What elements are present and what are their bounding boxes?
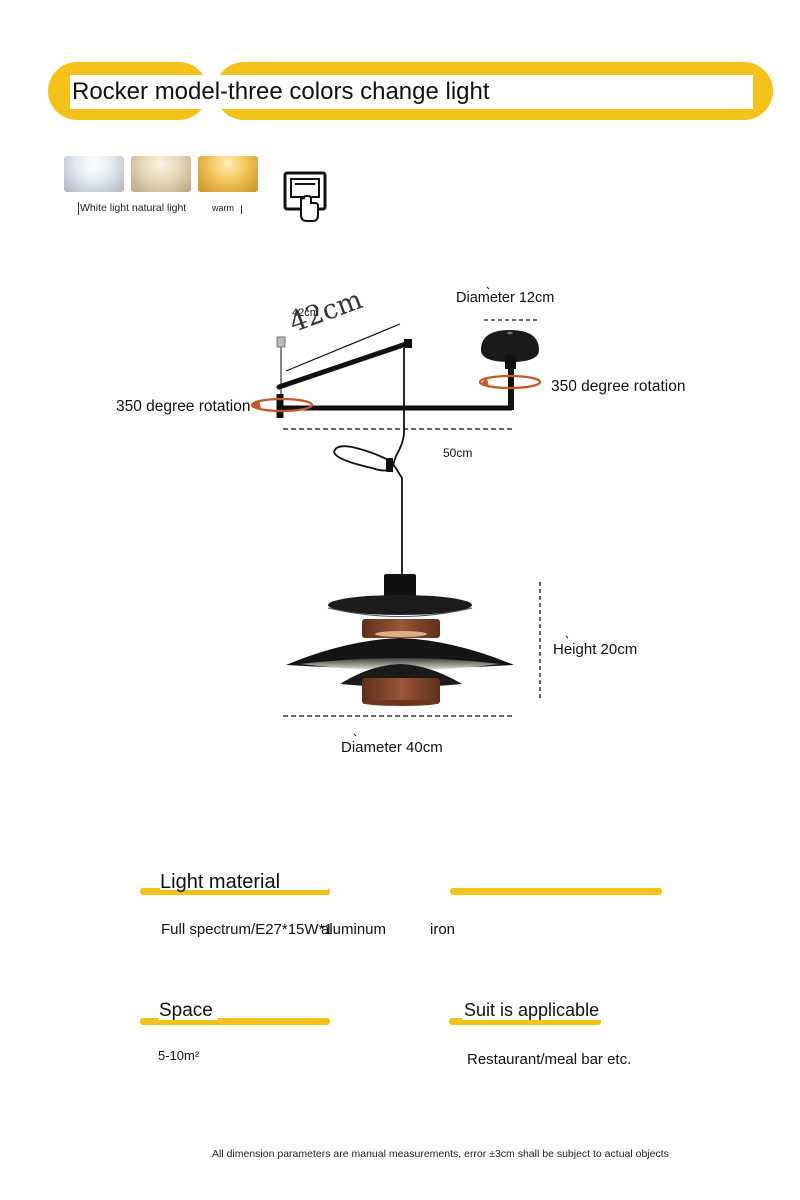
- warm-light-swatch: [198, 156, 258, 192]
- wall-switch-press-icon: [283, 171, 327, 222]
- light-material-aluminum-value: aluminum: [321, 921, 387, 938]
- light-material-bar-left: [140, 888, 330, 895]
- diagonal-arm: [276, 340, 412, 390]
- rotation-left-label: 350 degree rotation: [116, 398, 251, 415]
- light-material-spectrum-value: Full spectrum/E27*15W*1: [161, 921, 333, 938]
- lamp-top-shade: [328, 595, 472, 615]
- canopy-stem: [505, 355, 516, 369]
- space-bar: [140, 1018, 330, 1025]
- suit-title: Suit is applicable: [464, 1000, 600, 1020]
- space-value: 5-10m²: [158, 1048, 200, 1063]
- light-material-title: Light material: [160, 871, 281, 893]
- lamp-dimension-diagram: [250, 286, 569, 737]
- rotation-arrow-left: [250, 397, 314, 413]
- lamp-lower-wood-ring: [362, 678, 440, 704]
- shade-diameter-label: Diameter 40cm: [341, 739, 443, 756]
- rotation-right-label: 350 degree rotation: [551, 378, 686, 395]
- title-banner-panel: [70, 75, 753, 109]
- cord-clip: [386, 458, 393, 472]
- lamp-socket-cap: [384, 574, 416, 598]
- white-light-swatch: [64, 156, 124, 192]
- suit-value: Restaurant/meal bar etc.: [467, 1051, 632, 1068]
- arm-span-label: 50cm: [443, 446, 473, 460]
- light-material-iron-value: iron: [430, 921, 456, 938]
- space-title-backing: [158, 998, 218, 1020]
- adjuster-clip: [276, 336, 286, 348]
- swatch-label-warm: warm: [212, 203, 234, 213]
- light-material-bar-right: [450, 888, 662, 895]
- rotation-arrow-right: [478, 374, 542, 390]
- arm-length-small-label: 42cm: [292, 307, 319, 319]
- measurement-footnote: All dimension parameters are manual meas…: [212, 1148, 669, 1160]
- arm-length-guide-line: [285, 323, 401, 372]
- arm-end-cap: [404, 339, 412, 348]
- suit-bar: [449, 1018, 601, 1025]
- swatch-label-end-mark: [241, 205, 242, 214]
- space-title: Space: [159, 1000, 213, 1021]
- height-label: Height 20cm: [553, 641, 638, 658]
- swatch-label-divider: [78, 202, 79, 215]
- natural-light-swatch: [131, 156, 191, 192]
- power-cord: [333, 348, 405, 575]
- light-material-title-backing: [160, 868, 328, 890]
- base-diameter-label: Diameter 12cm: [456, 290, 555, 306]
- page-title: Rocker model-three colors change light: [72, 78, 490, 105]
- suit-title-backing: [462, 998, 602, 1020]
- ceiling-canopy: [481, 330, 539, 362]
- swatch-label-white-natural: White light natural light: [80, 202, 187, 214]
